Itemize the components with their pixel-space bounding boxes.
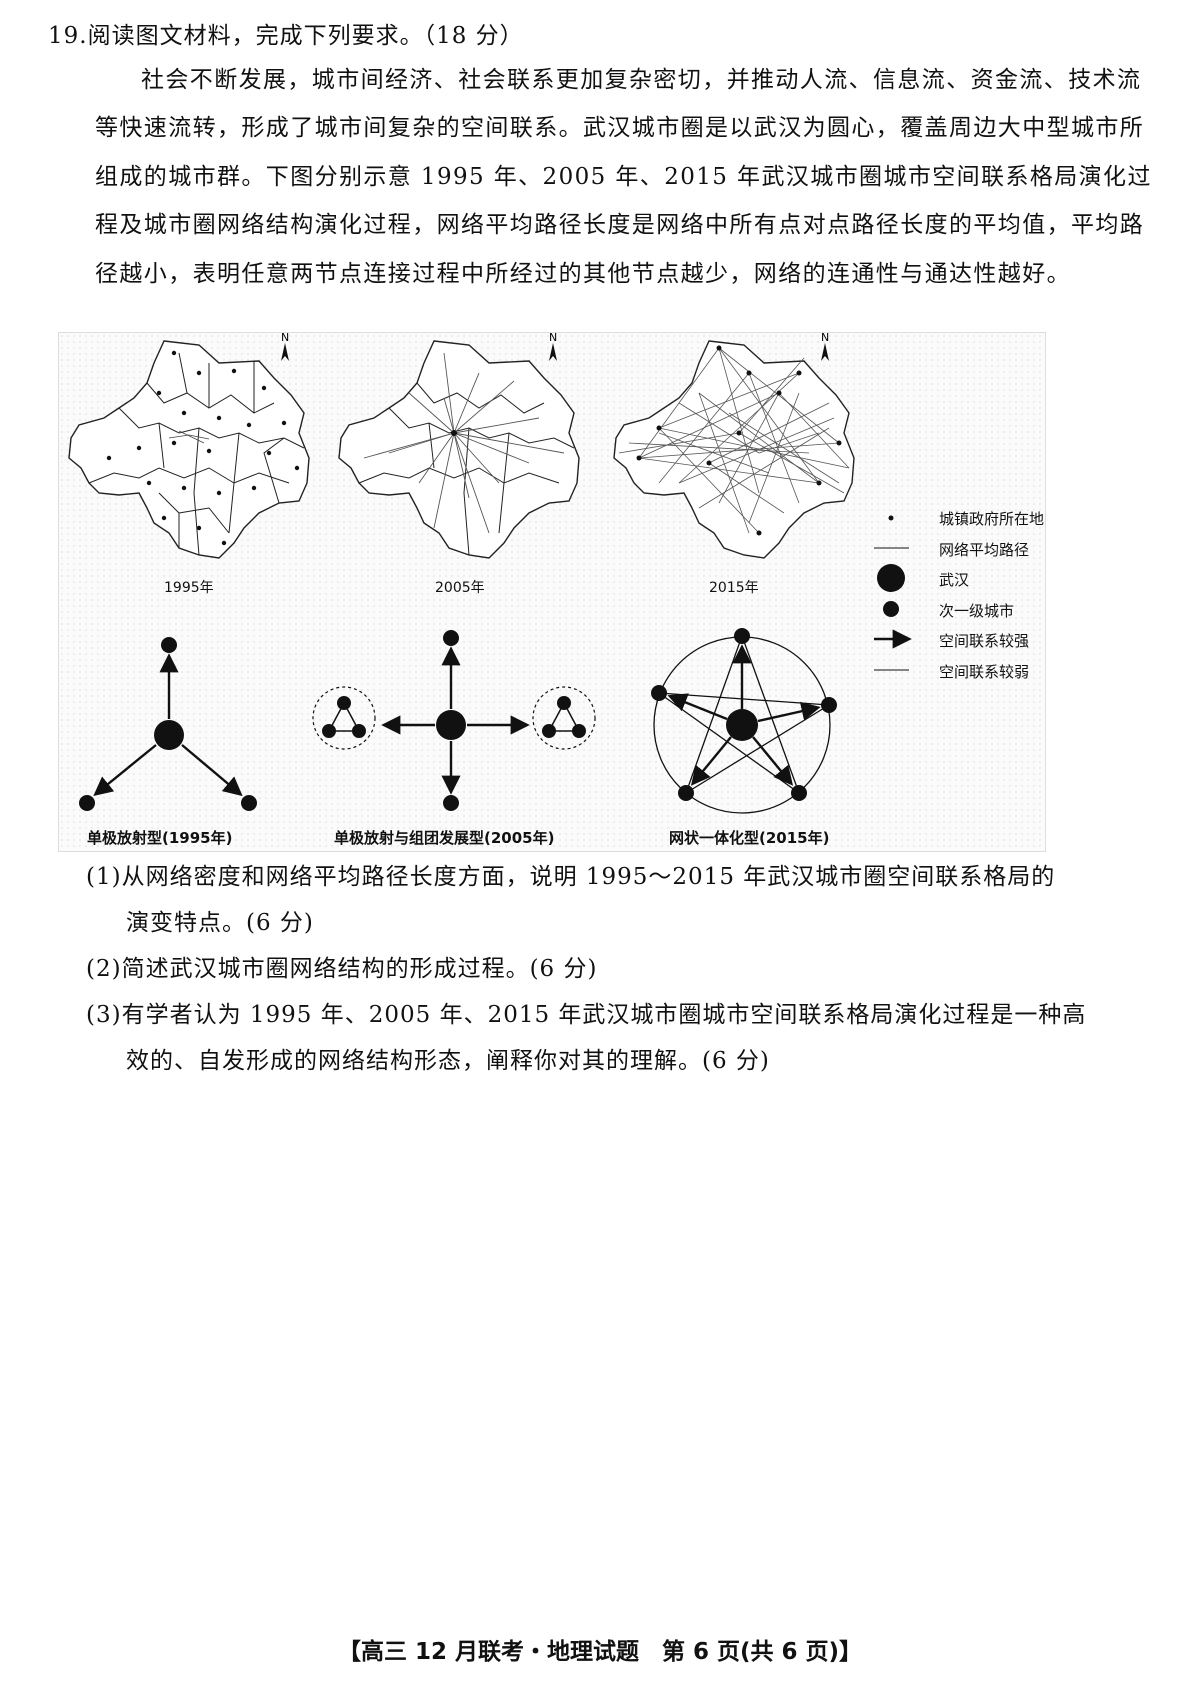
diagram-2015 bbox=[651, 628, 837, 814]
legend-item: 城镇政府所在地 bbox=[879, 503, 1049, 534]
sub-question-1: (1)从网络密度和网络平均路径长度方面，说明 1995～2015 年武汉城市圈空… bbox=[86, 864, 1056, 890]
legend-symbols bbox=[874, 515, 912, 671]
map-2015 bbox=[613, 340, 855, 559]
north-arrow-2005 bbox=[549, 343, 557, 361]
links-2015 bbox=[618, 347, 850, 534]
sub-question-2: (2)简述武汉城市圈网络结构的形成过程。(6 分) bbox=[86, 956, 598, 982]
map-1995 bbox=[68, 340, 310, 559]
legend-label: 城镇政府所在地 bbox=[939, 510, 1045, 528]
legend-item: 武汉 bbox=[879, 564, 1049, 595]
question-paragraph: 社会不断发展，城市间经济、社会联系更加复杂密切，并推动人流、信息流、资金流、技术… bbox=[95, 56, 1155, 298]
sub-question-3: (3)有学者认为 1995 年、2005 年、2015 年武汉城市圈城市空间联系… bbox=[86, 1002, 1087, 1028]
legend-item: 空间联系较强 bbox=[879, 625, 1049, 656]
map-year-1995: 1995年 bbox=[164, 580, 214, 596]
north-label-2015: N bbox=[821, 333, 829, 344]
diagram-1995 bbox=[79, 637, 257, 811]
page-footer: 【高三 12 月联考・地理试题 第 6 页(共 6 页)】 bbox=[337, 1639, 863, 1665]
north-label-1995: N bbox=[281, 333, 289, 344]
figure-panel: N N bbox=[58, 332, 1046, 852]
north-arrow-2015 bbox=[821, 343, 829, 361]
diagram-caption-1995: 单极放射型(1995年) bbox=[87, 829, 233, 847]
paragraph-text: 社会不断发展，城市间经济、社会联系更加复杂密切，并推动人流、信息流、资金流、技术… bbox=[95, 67, 1152, 287]
sub-question-1-cont: 演变特点。(6 分) bbox=[126, 910, 314, 936]
map-year-2015: 2015年 bbox=[709, 580, 759, 596]
legend-label: 空间联系较弱 bbox=[939, 662, 1030, 681]
legend-label: 网络平均路径 bbox=[939, 540, 1030, 559]
legend-item: 网络平均路径 bbox=[879, 534, 1049, 565]
diagram-caption-2005: 单极放射与组团发展型(2005年) bbox=[334, 829, 555, 847]
north-label-2005: N bbox=[549, 333, 557, 344]
sub-question-3-cont: 效的、自发形成的网络结构形态，阐释你对其的理解。(6 分) bbox=[126, 1048, 770, 1074]
legend-item: 空间联系较弱 bbox=[879, 656, 1049, 687]
question-title: 19.阅读图文材料，完成下列要求。（18 分） bbox=[48, 23, 524, 49]
links-2005 bbox=[363, 352, 565, 534]
legend-label: 次一级城市 bbox=[939, 601, 1015, 620]
diagram-caption-2015: 网状一体化型(2015年) bbox=[669, 829, 830, 847]
legend-label: 空间联系较强 bbox=[939, 632, 1030, 650]
north-arrow-1995 bbox=[281, 343, 289, 361]
legend-item: 次一级城市 bbox=[879, 595, 1049, 626]
figure-graphics: N N bbox=[68, 333, 912, 814]
legend-label: 武汉 bbox=[939, 571, 970, 589]
legend: 城镇政府所在地 网络平均路径 武汉 次一级城市 空间联系较强 空间联系较弱 bbox=[879, 503, 1049, 686]
map-2005 bbox=[338, 340, 580, 559]
map-year-2005: 2005年 bbox=[435, 580, 485, 596]
diagram-2005 bbox=[312, 630, 596, 811]
